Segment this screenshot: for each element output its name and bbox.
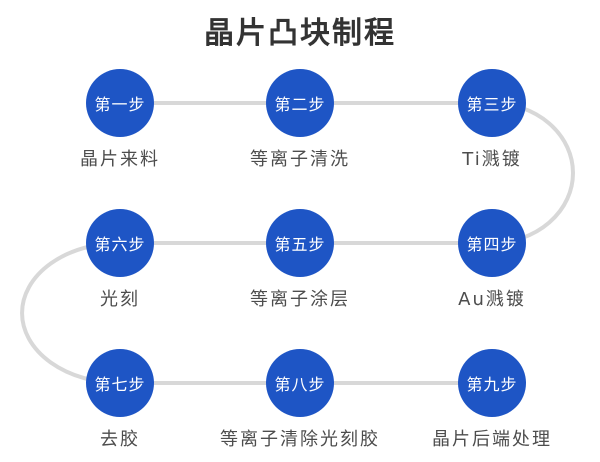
step-circle-6: 第六步 (86, 209, 154, 277)
step-number-3: 第三步 (466, 95, 518, 114)
step-circle-1: 第一步 (86, 69, 154, 137)
step-circle-5: 第五步 (266, 209, 334, 277)
step-number-6: 第六步 (94, 235, 146, 254)
step-label-1: 晶片来料 (80, 149, 160, 170)
step-number-1: 第一步 (94, 95, 146, 114)
step-number-2: 第二步 (274, 95, 326, 114)
step-label-8: 等离子清除光刻胶 (220, 429, 380, 450)
step-circle-3: 第三步 (458, 69, 526, 137)
step-number-8: 第八步 (274, 375, 326, 394)
step-number-5: 第五步 (274, 235, 326, 254)
step-number-7: 第七步 (94, 375, 146, 394)
step-node-8: 第八步 等离子清除光刻胶 (205, 349, 395, 451)
step-circle-4: 第四步 (458, 209, 526, 277)
step-node-6: 第六步 光刻 (25, 209, 215, 311)
step-circle-2: 第二步 (266, 69, 334, 137)
step-label-5: 等离子涂层 (250, 289, 350, 310)
step-node-7: 第七步 去胶 (25, 349, 215, 451)
step-circle-7: 第七步 (86, 349, 154, 417)
step-number-4: 第四步 (466, 235, 518, 254)
step-node-9: 第九步 晶片后端处理 (397, 349, 587, 451)
step-node-2: 第二步 等离子清洗 (205, 69, 395, 171)
step-node-1: 第一步 晶片来料 (25, 69, 215, 171)
step-label-3: Ti溅镀 (462, 149, 522, 170)
step-label-7: 去胶 (100, 429, 140, 450)
step-node-4: 第四步 Au溅镀 (397, 209, 587, 311)
step-label-2: 等离子清洗 (250, 149, 350, 170)
step-node-3: 第三步 Ti溅镀 (397, 69, 587, 171)
step-number-9: 第九步 (466, 375, 518, 394)
page-title: 晶片凸块制程 (204, 16, 396, 51)
step-circle-8: 第八步 (266, 349, 334, 417)
step-circle-9: 第九步 (458, 349, 526, 417)
step-label-9: 晶片后端处理 (432, 429, 552, 450)
step-label-6: 光刻 (100, 289, 140, 310)
step-label-4: Au溅镀 (458, 289, 526, 310)
step-node-5: 第五步 等离子涂层 (205, 209, 395, 311)
